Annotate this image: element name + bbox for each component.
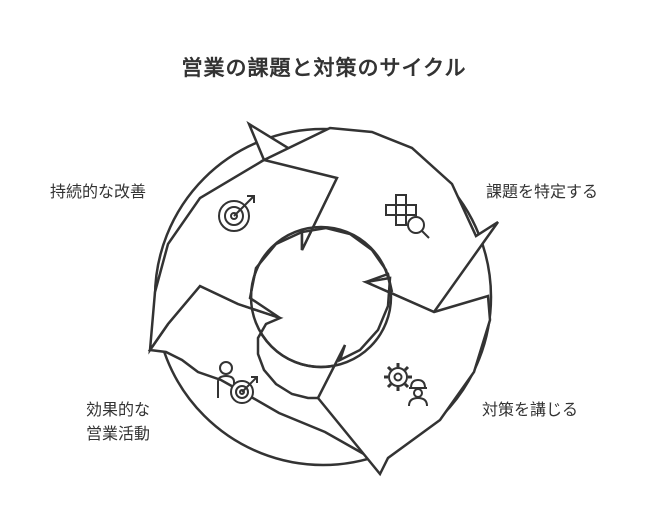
stage-label-improve: 持続的な改善 (50, 182, 147, 201)
stage-label-identify: 課題を特定する (486, 182, 599, 201)
person-target-icon (217, 361, 258, 404)
stage-label-effective-sales-line2: 営業活動 (86, 424, 151, 443)
diagram-title: 営業の課題と対策のサイクル (181, 56, 467, 80)
stage-label-measures: 対策を講じる (482, 400, 579, 419)
cycle-arrow-bottom (316, 276, 492, 477)
search-grid-icon (385, 194, 430, 239)
stage-label-effective-sales-line1: 効果的な (86, 400, 151, 419)
target-arrow-icon (218, 195, 255, 232)
stage-label-effective-sales: 効果的な 営業活動 (86, 398, 150, 446)
gear-worker-icon (384, 363, 428, 407)
